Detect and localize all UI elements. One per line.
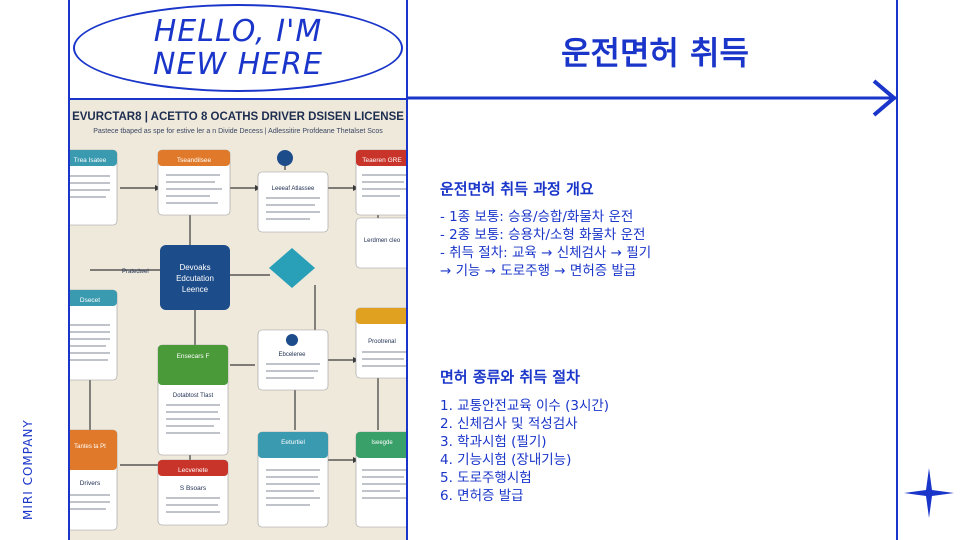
list-item: 2. 신체검사 및 적성검사: [440, 416, 578, 432]
left-frame-line: [68, 0, 70, 540]
middle-frame-line: [406, 0, 408, 540]
list-item: - 취득 절차: 교육 → 신체검사 → 필기: [440, 245, 652, 261]
svg-text:Edcutation: Edcutation: [176, 274, 214, 283]
flowchart-graphic: EVURCTAR8 | ACETTO 8 OCATHS DRIVER DSISE…: [70, 111, 406, 531]
procedure-heading: 면허 종류와 취득 절차: [440, 368, 580, 386]
license-flowchart-image: EVURCTAR8 | ACETTO 8 OCATHS DRIVER DSISE…: [70, 100, 406, 540]
flowchart-node: Leeeaf Atlassee: [257, 150, 329, 233]
hello-text: HELLO, I'M NEW HERE: [153, 14, 323, 82]
flowchart-mid-label: Dotabtost Tlast: [173, 393, 214, 399]
flowchart-node: Prootrenal: [355, 307, 406, 379]
brand-label: MIRI COMPANY: [21, 419, 35, 520]
flowchart-title: EVURCTAR8 | ACETTO 8 OCATHS DRIVER DSISE…: [72, 111, 404, 123]
svg-text:Ebceleree: Ebceleree: [278, 352, 306, 358]
hello-badge: HELLO, I'M NEW HERE: [73, 4, 403, 92]
svg-text:Leeeaf Atlassee: Leeeaf Atlassee: [272, 186, 315, 192]
svg-text:Ensecars F: Ensecars F: [177, 353, 210, 360]
flowchart-left-note: Pratedwel: [122, 269, 149, 275]
list-item: - 2종 보통: 승용차/소형 화물차 운전: [440, 227, 646, 243]
hero-divider-line: [68, 98, 408, 100]
svg-text:Leence: Leence: [182, 285, 209, 294]
svg-text:Prootrenal: Prootrenal: [368, 339, 396, 345]
svg-text:Trea Isatee: Trea Isatee: [74, 157, 107, 164]
list-item: 6. 면허증 발급: [440, 488, 524, 504]
svg-text:Iseegde: Iseegde: [371, 440, 393, 446]
list-item: 1. 교통안전교육 이수 (3시간): [440, 398, 610, 414]
list-item: 4. 기능시험 (장내기능): [440, 452, 572, 468]
svg-text:Tantes ta Pt: Tantes ta Pt: [74, 444, 106, 450]
svg-text:Dsecet: Dsecet: [80, 297, 100, 304]
list-item: 3. 학과시험 (필기): [440, 434, 547, 450]
flowchart-node: Trea Isatee: [70, 149, 118, 226]
overview-list: - 1종 보통: 승용/승합/화물차 운전 - 2종 보통: 승용차/소형 화물…: [440, 208, 651, 280]
flowchart-node: Ensecars F Dotabtost Tlast: [157, 344, 229, 456]
svg-text:Eeturtiel: Eeturtiel: [281, 439, 305, 446]
page-title: 운전면허 취득: [561, 34, 749, 72]
flowchart-decision-diamond: [269, 248, 315, 288]
procedure-list: 1. 교통안전교육 이수 (3시간) 2. 신체검사 및 적성검사 3. 학과시…: [440, 397, 609, 505]
list-item: 5. 도로주행시험: [440, 470, 532, 486]
flowchart-node: Iseegde: [355, 431, 406, 528]
flowchart-node: Lerdmen cleo: [355, 217, 406, 269]
flowchart-node: Eeturtiel: [257, 431, 329, 528]
flowchart-bottom-left-label: Drivers: [80, 480, 101, 487]
flowchart-bottom-center-label: S Bsoars: [180, 485, 207, 492]
flowchart-node: Ebceleree: [257, 329, 329, 391]
flowchart-node: Dsecet: [70, 289, 118, 381]
list-item: → 기능 → 도로주행 → 면허증 발급: [440, 263, 637, 279]
overview-heading: 운전면허 취득 과정 개요: [440, 180, 594, 198]
flowchart-subtitle: Pastece tbaped as spe for estive ler a n…: [93, 128, 383, 135]
svg-text:Tseandilsee: Tseandilsee: [177, 157, 212, 164]
arrow-right-icon: [406, 79, 898, 117]
svg-text:Teaeren GRE: Teaeren GRE: [362, 157, 402, 164]
list-item: - 1종 보통: 승용/승합/화물차 운전: [440, 209, 634, 225]
right-frame-line: [896, 0, 898, 540]
svg-text:Lecvenete: Lecvenete: [178, 467, 208, 474]
flowchart-center-node: Devoaks Edcutation Leence: [160, 245, 230, 310]
sparkle-star-icon: [904, 468, 954, 518]
flowchart-node: Tantes ta Pt Drivers: [70, 429, 118, 531]
svg-text:Lerdmen cleo: Lerdmen cleo: [364, 238, 401, 244]
svg-text:Devoaks: Devoaks: [179, 263, 210, 272]
flowchart-node: Lecvenete S Bsoars: [157, 459, 229, 526]
